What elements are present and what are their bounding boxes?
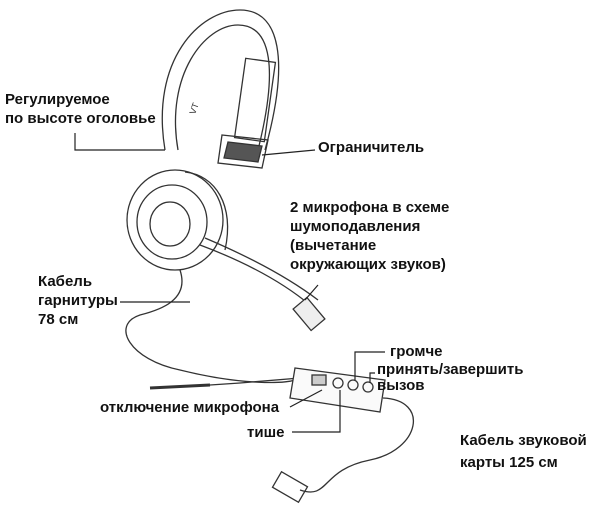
ear-cup xyxy=(126,169,224,271)
volume-up-label: громче xyxy=(390,343,443,360)
limiter xyxy=(217,134,269,169)
jack-plug xyxy=(149,383,211,390)
headband xyxy=(161,9,280,151)
headband-label: Регулируемое по высоте оголовье xyxy=(5,90,156,128)
mics-label-line: шумоподавления xyxy=(290,218,421,235)
usb-plug xyxy=(271,470,309,504)
soundcard-cable-label: Кабель звуковой карты 125 см xyxy=(460,430,587,474)
microphone xyxy=(292,296,326,332)
limiter-label: Ограничитель xyxy=(318,139,425,156)
answer-label-line: вызов xyxy=(377,377,425,394)
answer-label-line: принять/завершить xyxy=(377,361,524,378)
headset-cable-label-line: гарнитуры xyxy=(38,292,118,309)
headset-cable-label-line: 78 см xyxy=(38,311,79,328)
headset-cable-label-line: Кабель xyxy=(38,273,93,290)
headset-cable xyxy=(125,269,301,384)
mics-label-line: (вычетание xyxy=(290,237,377,254)
brand-logo: VT xyxy=(187,101,201,116)
headset-cable-label: Кабель гарнитуры 78 см xyxy=(38,272,118,329)
mute-label: отключение микрофона xyxy=(100,399,280,416)
headband-label-line: по высоте оголовье xyxy=(5,110,156,127)
mics-label-line: 2 микрофона в схеме xyxy=(290,199,450,216)
mics-label-line: окружающих звуков) xyxy=(290,256,446,273)
headband-slider xyxy=(233,57,277,143)
mic-boom xyxy=(199,244,311,306)
soundcard-cable xyxy=(299,397,414,493)
soundcard-cable-label-line: Кабель звуковой xyxy=(460,432,587,449)
answer-label: принять/завершить вызов xyxy=(377,362,523,394)
control-unit xyxy=(289,367,386,413)
soundcard-cable-label-line: карты 125 см xyxy=(460,454,558,471)
headband-label-line: Регулируемое xyxy=(5,91,110,108)
volume-down-label: тише xyxy=(247,424,285,441)
mics-label: 2 микрофона в схеме шумоподавления (выче… xyxy=(290,198,449,274)
